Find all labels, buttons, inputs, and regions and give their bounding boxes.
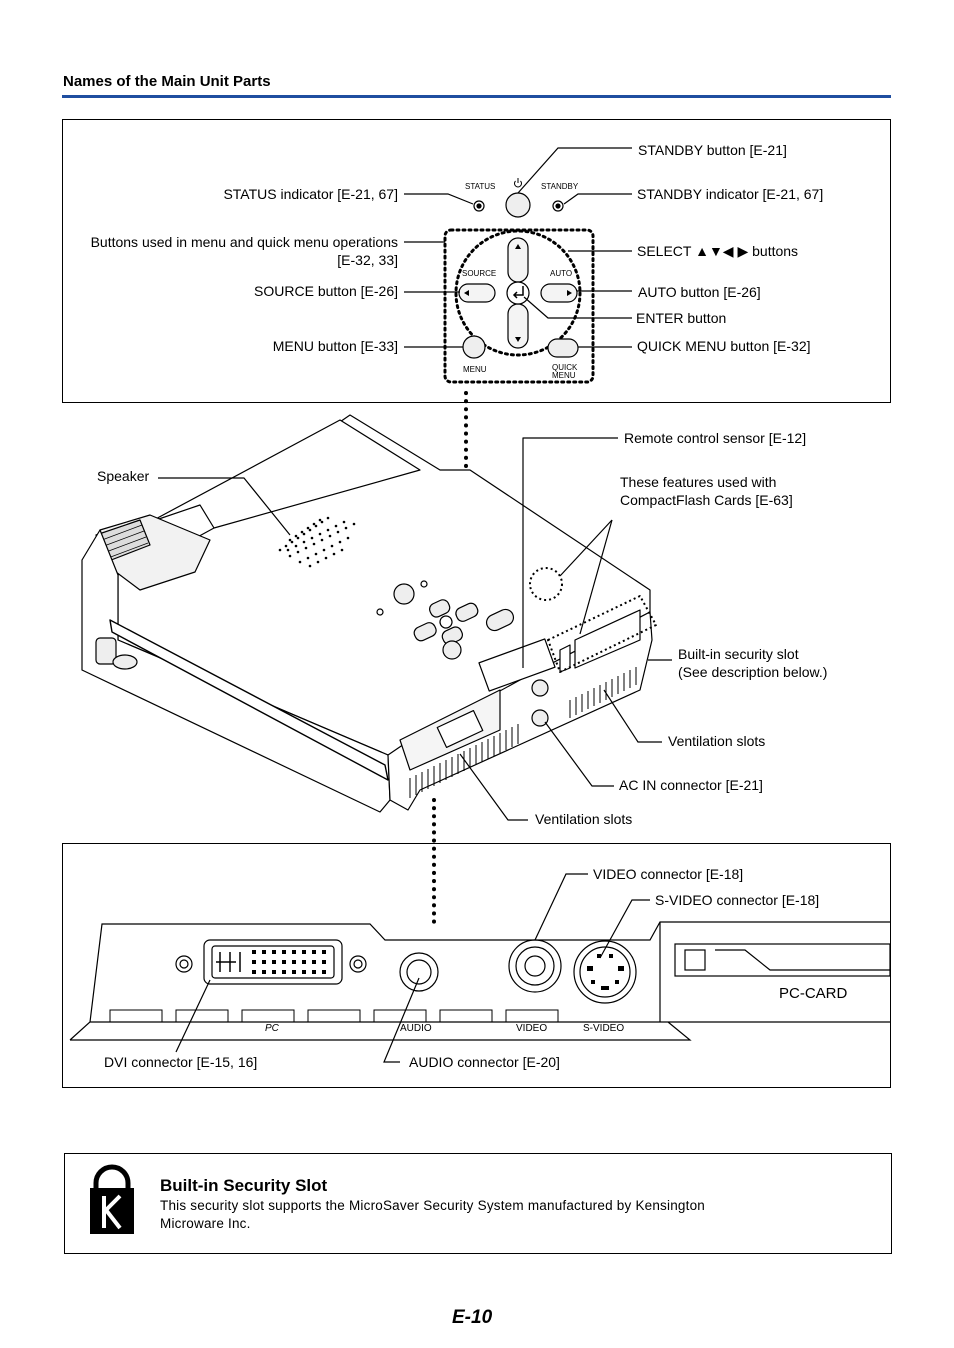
video-connector-label: VIDEO connector [E-18] [593,866,744,882]
control-panel-frame [62,119,891,403]
source-button-label: SOURCE button [E-26] [254,283,398,299]
security-info-frame [64,1153,892,1254]
status-indicator-label: STATUS indicator [E-21, 67] [223,186,398,202]
panel-menu-text: MENU [463,365,487,374]
control-panel-drawing [404,147,632,384]
ventilation-slots-bottom-label: Ventilation slots [535,811,633,827]
security-slot-label-line1: Built-in security slot [678,646,799,662]
heading-rule [62,95,891,98]
ac-in-connector-label: AC IN connector [E-21] [619,777,763,793]
kensington-lock-icon [90,1164,134,1234]
panel-status-text: STATUS [465,182,496,191]
panel-standby-text: STANDBY [541,182,579,191]
audio-connector-label: AUDIO connector [E-20] [409,1054,560,1070]
svideo-connector-label: S-VIDEO connector [E-18] [655,892,820,908]
select-buttons-label: SELECT ▲▼◀ ▶ buttons [637,243,799,259]
standby-button-label: STANDBY button [E-21] [638,142,787,158]
compactflash-label-line2: CompactFlash Cards [E-63] [620,492,793,508]
menu-buttons-label-line2: [E-32, 33] [337,252,398,268]
menu-button-label: MENU button [E-33] [272,338,398,354]
remote-sensor-label: Remote control sensor [E-12] [624,430,807,446]
enter-button-label: ENTER button [636,310,727,326]
connector-panel-drawing [69,873,891,1063]
menu-buttons-label-line1: Buttons used in menu and quick menu oper… [90,234,398,250]
panel-source-text: SOURCE [462,269,497,278]
section-heading: Names of the Main Unit Parts [63,73,271,90]
standby-indicator-label: STANDBY indicator [E-21, 67] [637,186,824,202]
projector-drawing [81,414,672,821]
panel-auto-text: AUTO [550,269,573,278]
auto-button-label: AUTO button [E-26] [638,284,761,300]
panel-quick-menu-text: MENU [552,371,576,380]
panel-video-text: VIDEO [516,1023,548,1034]
speaker-label: Speaker [97,468,150,484]
security-slot-title: Built-in Security Slot [160,1176,328,1195]
compactflash-label-line1: These features used with [620,474,777,490]
page-number: E-10 [452,1307,493,1328]
quick-menu-button-label: QUICK MENU button [E-32] [637,338,811,354]
speaker-grille [278,516,356,568]
dvi-connector-label: DVI connector [E-15, 16] [104,1054,258,1070]
security-slot-description: This security slot supports the MicroSav… [160,1198,705,1231]
panel-audio-text: AUDIO [400,1023,432,1034]
security-slot-label-line2: (See description below.) [678,664,828,680]
panel-quick-text: QUICK [552,363,578,372]
ventilation-slots-right-label: Ventilation slots [668,733,766,749]
panel-svideo-text: S-VIDEO [583,1023,625,1034]
panel-pc-text: PC [265,1023,279,1034]
pc-card-label: PC-CARD [779,985,848,1002]
